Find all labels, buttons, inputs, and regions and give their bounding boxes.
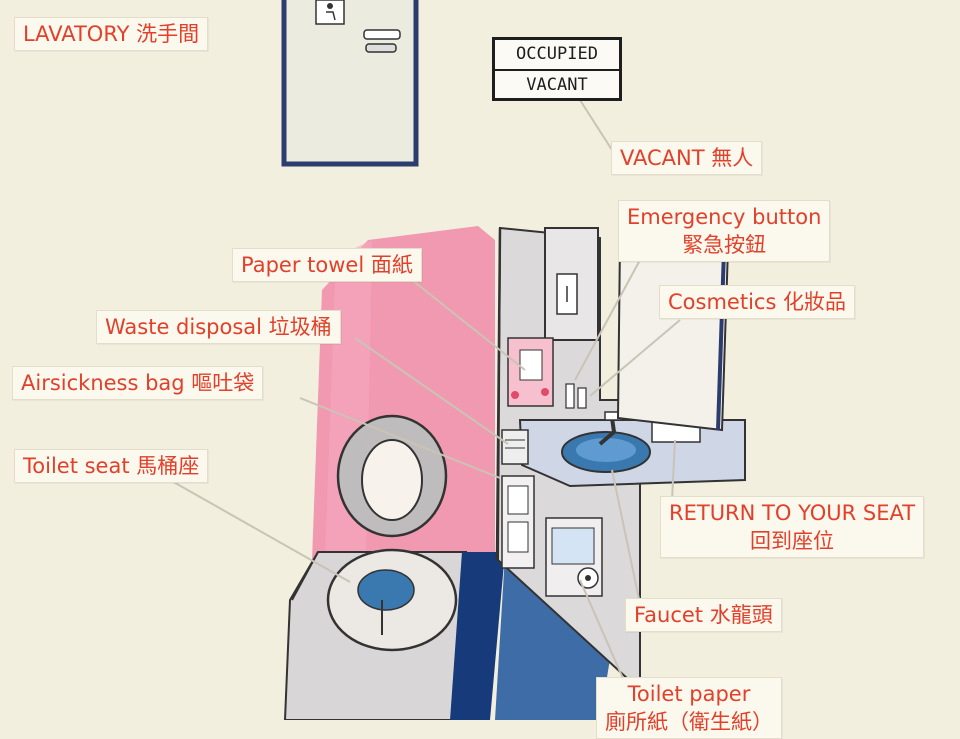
label-return-to-your-seat: RETURN TO YOUR SEAT 回到座位 xyxy=(660,496,925,558)
lavatory-door xyxy=(281,0,419,167)
label-toilet-paper-en: Toilet paper xyxy=(627,682,751,706)
label-return-to-your-seat-zh: 回到座位 xyxy=(750,529,835,553)
label-airsickness-bag: Airsickness bag 嘔吐袋 xyxy=(12,366,264,400)
label-toilet-paper: Toilet paper 廁所紙（衛生紙） xyxy=(596,677,782,739)
label-toilet-paper-zh: 廁所紙（衛生紙） xyxy=(605,710,773,734)
label-vacant: VACANT 無人 xyxy=(611,141,763,175)
lavatory-illustration xyxy=(169,0,746,720)
occupancy-sign: OCCUPIED VACANT xyxy=(492,37,622,101)
label-return-to-your-seat-en: RETURN TO YOUR SEAT xyxy=(669,501,916,525)
floor xyxy=(450,552,505,720)
label-emergency-button-zh: 緊急按鈕 xyxy=(682,233,767,257)
label-emergency-button: Emergency button 緊急按鈕 xyxy=(618,200,831,262)
toilet xyxy=(283,414,468,720)
label-toilet-seat: Toilet seat 馬桶座 xyxy=(14,449,209,483)
leader-lines xyxy=(169,99,681,691)
label-paper-towel: Paper towel 面紙 xyxy=(232,248,422,282)
label-lavatory: LAVATORY 洗手間 xyxy=(14,17,209,51)
label-emergency-button-en: Emergency button xyxy=(627,205,822,229)
label-faucet: Faucet 水龍頭 xyxy=(625,598,782,632)
label-waste-disposal: Waste disposal 垃圾桶 xyxy=(96,310,341,344)
sign-occupied: OCCUPIED xyxy=(495,40,619,71)
label-cosmetics: Cosmetics 化妝品 xyxy=(659,285,856,319)
sign-vacant: VACANT xyxy=(526,75,588,95)
